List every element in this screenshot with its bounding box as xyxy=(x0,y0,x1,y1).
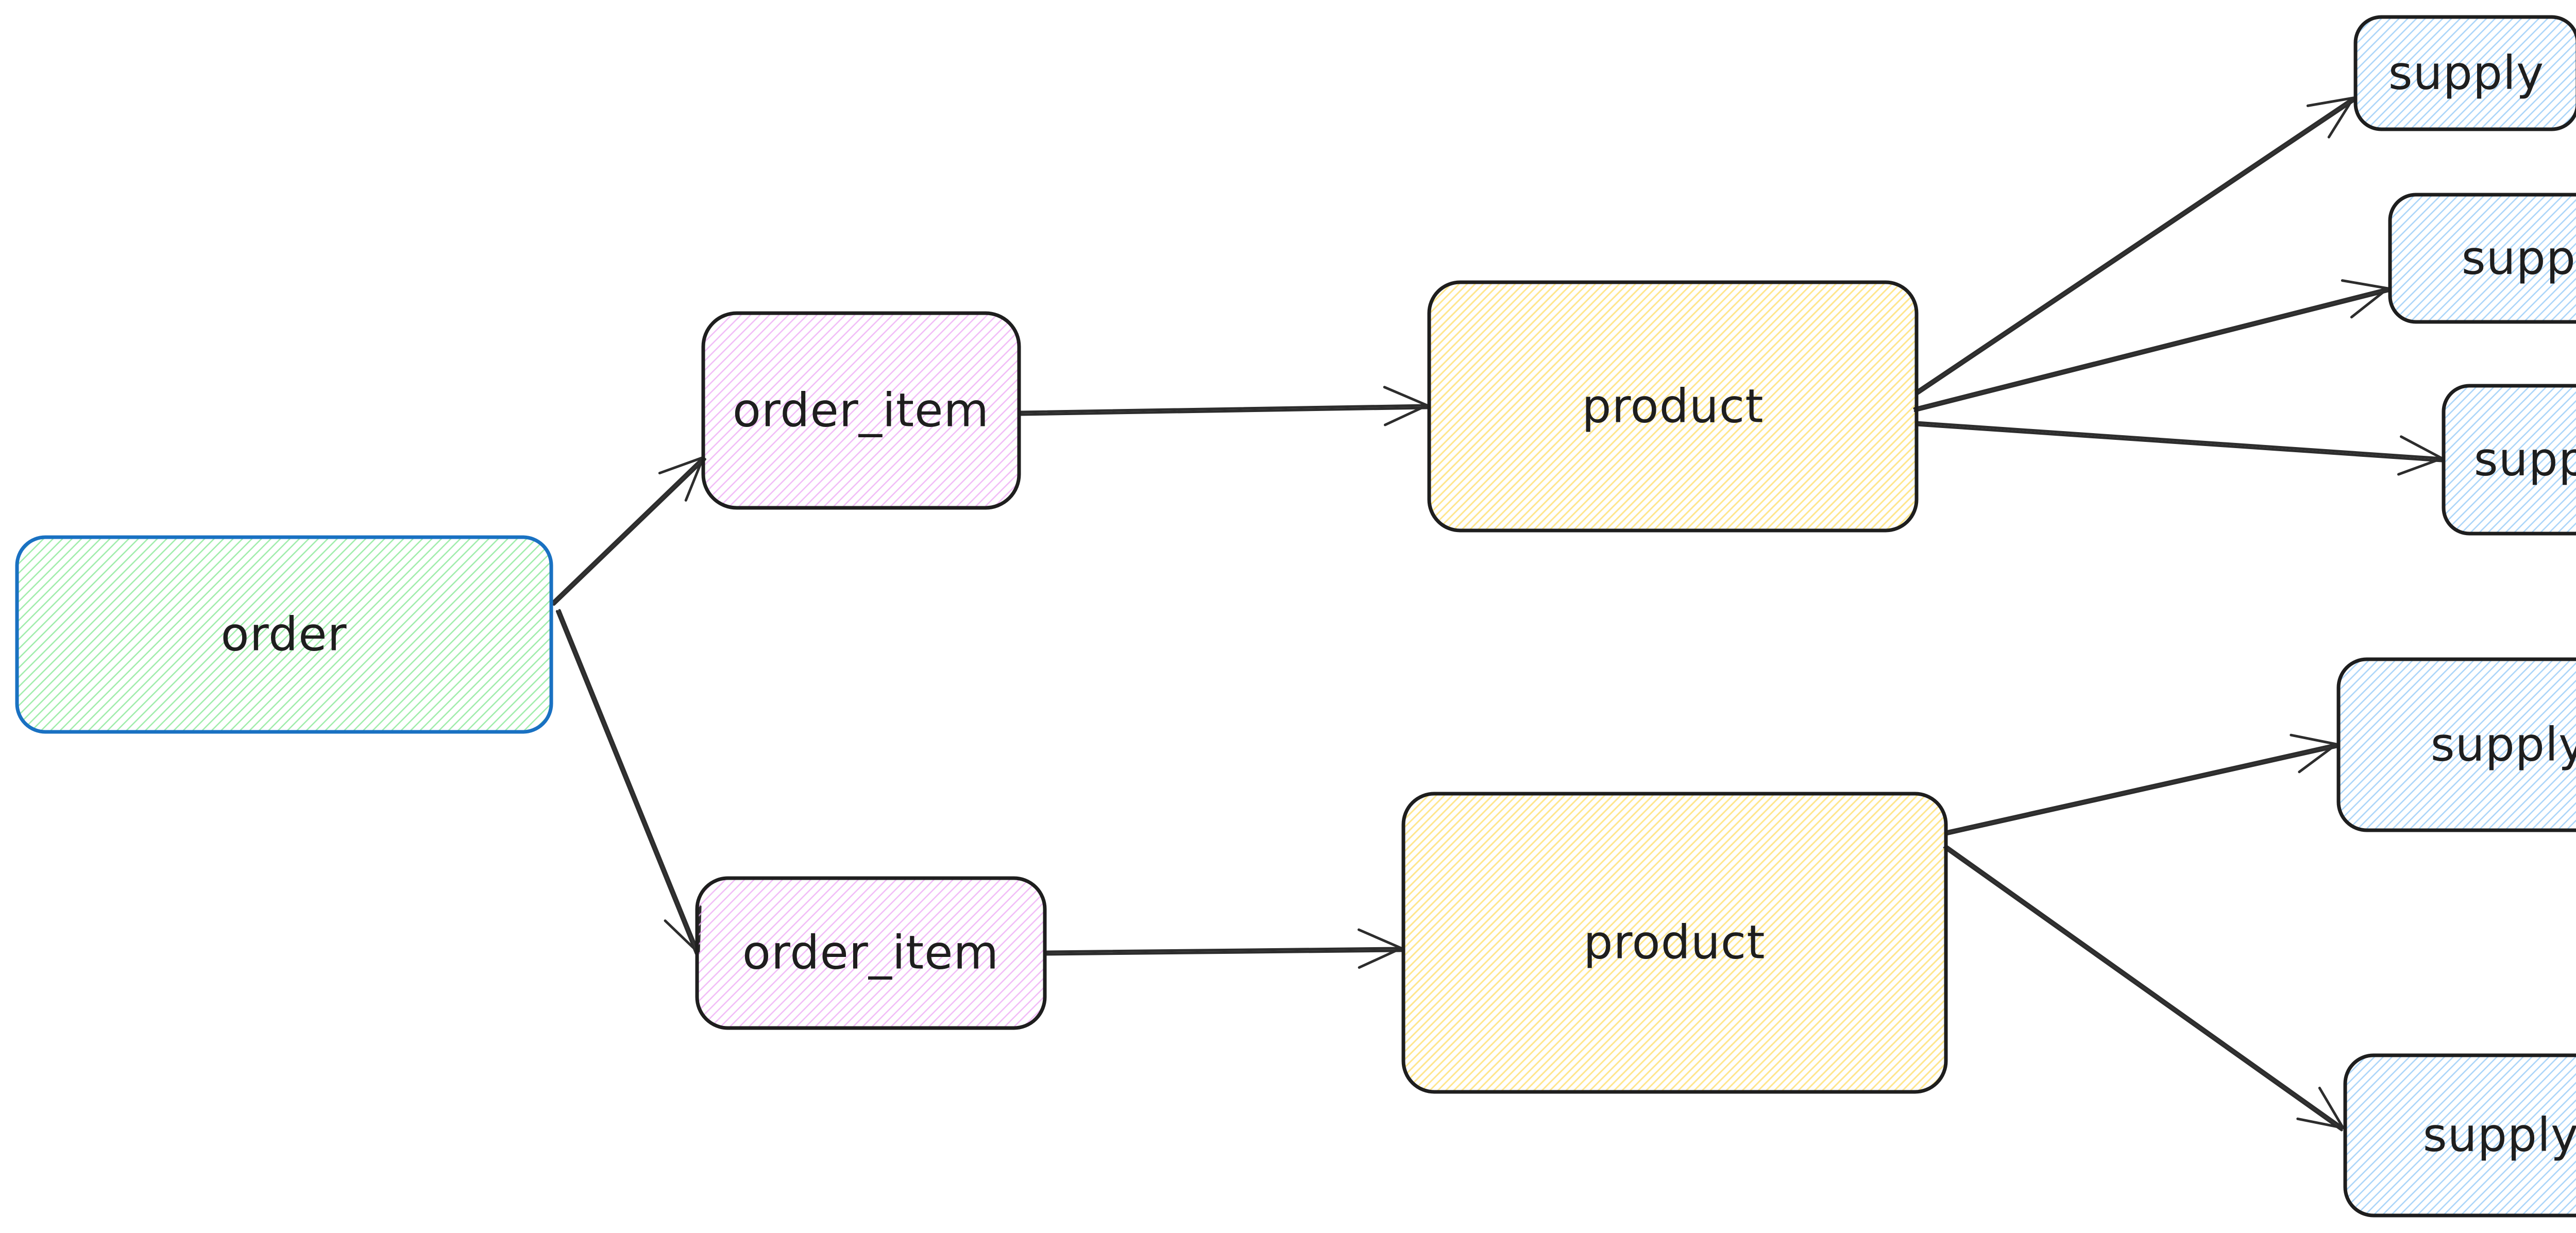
arrow-stroke xyxy=(2400,435,2444,460)
arrow-stroke xyxy=(2397,457,2444,476)
edges-layer xyxy=(551,96,2444,1132)
node-supply-3-box[interactable] xyxy=(2442,384,2576,536)
node-supply-1-label: supply xyxy=(2388,46,2544,100)
edge-product-1-to-supply-2[interactable] xyxy=(1913,287,2389,410)
node-supply-4[interactable]: supply xyxy=(2336,657,2576,832)
node-supply-4-label: supply xyxy=(2431,718,2576,772)
node-order-item-2[interactable]: order_item xyxy=(695,876,1047,1030)
edge-order-item-1-to-product-1[interactable] xyxy=(1018,404,1429,414)
edge-order-to-order-item-1[interactable] xyxy=(551,456,705,604)
node-product-2[interactable]: product xyxy=(1401,792,1948,1094)
arrow-stroke xyxy=(658,456,705,475)
arrow-stroke xyxy=(2306,96,2355,107)
arrow-stroke xyxy=(1383,386,1429,407)
node-supply-4-box[interactable] xyxy=(2336,657,2576,832)
arrow-stroke xyxy=(2327,96,2355,139)
edge-product-2-to-supply-4[interactable] xyxy=(1944,743,2338,833)
arrow-stroke xyxy=(1913,289,2390,413)
arrow-stroke xyxy=(2350,287,2389,319)
arrow-stroke xyxy=(2341,279,2389,290)
node-order-item-1-box[interactable] xyxy=(701,311,1021,510)
edge-order-to-order-item-2[interactable] xyxy=(558,609,700,954)
node-product-1-label: product xyxy=(1582,380,1764,434)
node-order-item-1[interactable]: order_item xyxy=(701,311,1021,510)
arrow-stroke xyxy=(2296,1117,2345,1129)
edge-product-2-to-supply-5[interactable] xyxy=(1944,844,2345,1129)
arrow-stroke xyxy=(1043,949,1403,956)
arrow-stroke xyxy=(1358,947,1403,969)
node-order-item-2-label: order_item xyxy=(742,926,999,980)
arrow-stroke xyxy=(2318,1086,2345,1129)
edge-product-1-to-supply-1[interactable] xyxy=(1915,96,2355,393)
node-supply-2[interactable]: supply xyxy=(2388,193,2576,324)
node-order-box[interactable] xyxy=(15,535,553,734)
node-order[interactable]: order xyxy=(15,535,553,734)
arrow-stroke xyxy=(1383,404,1429,426)
arrow-stroke xyxy=(1915,423,2444,463)
arrow-stroke xyxy=(684,456,705,502)
node-order-item-1-label: order_item xyxy=(733,384,989,438)
node-supply-5-box[interactable] xyxy=(2343,1053,2576,1218)
edge-order-item-2-to-product-2[interactable] xyxy=(1043,947,1403,953)
arrow-stroke xyxy=(1945,745,2338,836)
node-product-2-label: product xyxy=(1583,916,1765,970)
node-product-1[interactable]: product xyxy=(1427,280,1919,533)
node-product-2-box[interactable] xyxy=(1401,792,1948,1094)
node-supply-1-box[interactable] xyxy=(2353,15,2576,131)
node-supply-3-label: supply xyxy=(2474,433,2576,487)
arrow-stroke xyxy=(1943,846,2343,1132)
edge-product-1-to-supply-3[interactable] xyxy=(1915,421,2444,460)
arrow-stroke xyxy=(664,919,700,954)
arrow-stroke xyxy=(2298,743,2338,774)
arrow-stroke xyxy=(1357,928,1403,950)
arrow-stroke xyxy=(552,458,706,606)
node-supply-3[interactable]: supply xyxy=(2442,384,2576,536)
node-product-1-box[interactable] xyxy=(1427,280,1919,533)
arrow-stroke xyxy=(1018,406,1429,416)
node-supply-5[interactable]: supply xyxy=(2343,1053,2576,1218)
node-supply-1[interactable]: supply xyxy=(2353,15,2576,131)
node-supply-2-label: supply xyxy=(2462,231,2576,285)
arrow-stroke xyxy=(1917,98,2357,395)
node-order-item-2-box[interactable] xyxy=(695,876,1047,1030)
arrow-stroke xyxy=(2290,733,2338,746)
node-order-label: order xyxy=(221,608,347,662)
arrow-stroke xyxy=(555,610,698,955)
node-supply-5-label: supply xyxy=(2423,1108,2576,1162)
node-supply-2-box[interactable] xyxy=(2388,193,2576,324)
